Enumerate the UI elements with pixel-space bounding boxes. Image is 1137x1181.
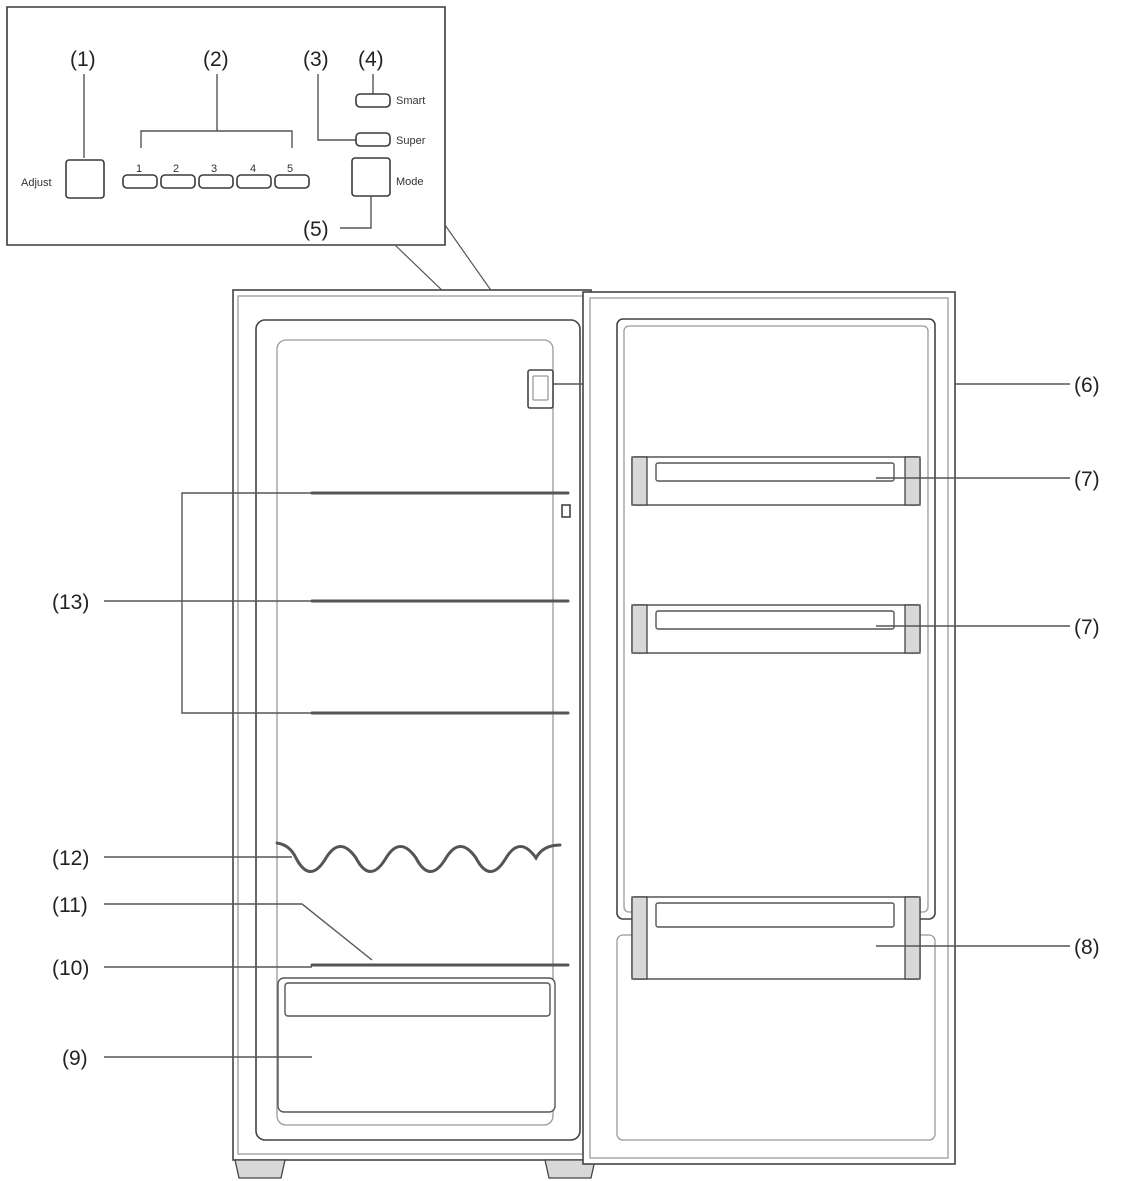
setting-button-4[interactable] xyxy=(236,174,272,189)
callout-10: (10) xyxy=(52,957,89,980)
crisper-drawer: (9) xyxy=(62,977,556,1113)
adjust-button[interactable] xyxy=(65,159,105,199)
callout-11: (11) xyxy=(52,894,88,917)
control-panel-inset: (1) Adjust (2) 1 2 3 4 5 (3) Super (4) S… xyxy=(6,6,541,374)
callout-5: (5) xyxy=(303,218,329,241)
callout-13: (13) xyxy=(52,591,89,614)
callout-8: (8) xyxy=(1074,936,1100,959)
callout-3: (3) xyxy=(303,48,329,71)
callout-7-upper: (7) xyxy=(1074,468,1100,491)
setting-button-5[interactable] xyxy=(274,174,310,189)
setting-button-3[interactable] xyxy=(198,174,234,189)
left-foot xyxy=(234,1159,286,1179)
speed-button-row: 1 2 3 4 5 xyxy=(122,163,310,189)
smart-label: Smart xyxy=(396,95,425,107)
glass-shelves: (13) xyxy=(52,491,571,715)
smart-button[interactable] xyxy=(355,93,391,108)
button-1-label: 1 xyxy=(136,163,142,175)
callout-7-middle: (7) xyxy=(1074,616,1100,639)
callout-2: (2) xyxy=(203,48,229,71)
door-bottle-rack: (8) xyxy=(631,896,1100,980)
button-3-label: 3 xyxy=(211,163,217,175)
bottle-rack: (12) xyxy=(52,841,562,873)
callout-12: (12) xyxy=(52,847,89,870)
adjust-label: Adjust xyxy=(21,177,52,189)
setting-button-2[interactable] xyxy=(160,174,196,189)
super-label: Super xyxy=(396,135,426,147)
setting-button-1[interactable] xyxy=(122,174,158,189)
button-4-label: 4 xyxy=(250,163,256,175)
mode-button[interactable] xyxy=(351,157,391,197)
door-rack-upper: (7) xyxy=(631,456,1100,506)
mode-label: Mode xyxy=(396,176,424,188)
button-5-label: 5 xyxy=(287,163,293,175)
callout-9: (9) xyxy=(62,1047,88,1070)
crisper-cover: (11) (10) xyxy=(52,894,570,980)
callout-4: (4) xyxy=(358,48,384,71)
door xyxy=(582,291,956,1165)
super-button[interactable] xyxy=(355,132,391,147)
callout-6: (6) xyxy=(1074,374,1100,397)
button-2-label: 2 xyxy=(173,163,179,175)
door-rack-middle: (7) xyxy=(631,604,1100,654)
callout-1: (1) xyxy=(70,48,96,71)
